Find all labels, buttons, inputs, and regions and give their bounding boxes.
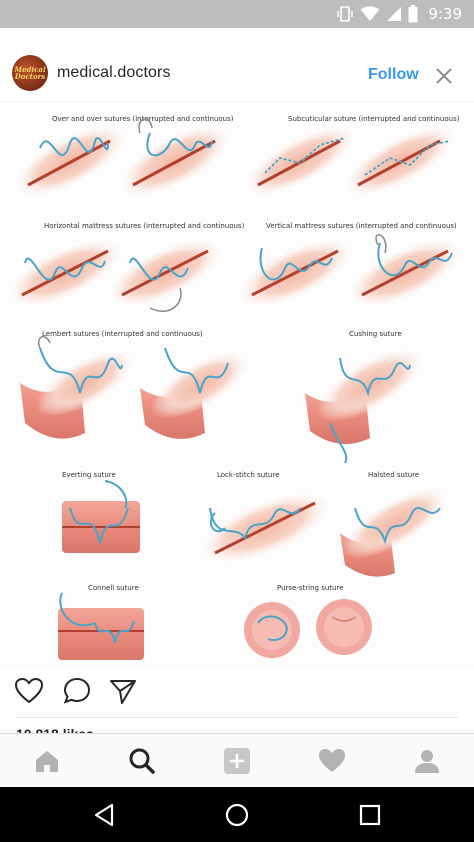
comment-icon[interactable] <box>62 676 92 706</box>
everting-suture-figure <box>62 480 140 553</box>
status-time: 9:39 <box>428 5 462 23</box>
vibrate-icon <box>337 6 354 22</box>
likes-count[interactable]: 10,818 likes <box>16 727 94 733</box>
search-icon[interactable] <box>127 746 157 776</box>
caption-connell: Connell suture <box>88 584 139 592</box>
follow-button[interactable]: Follow <box>368 66 419 83</box>
divider <box>16 717 458 718</box>
subcuticular-suture-figure <box>244 126 456 196</box>
horizontal-mattress-suture-figure <box>7 238 223 312</box>
wifi-icon <box>360 6 380 21</box>
activity-heart-icon[interactable] <box>317 746 347 776</box>
purse-string-suture-figure <box>244 599 372 658</box>
caption-lock-stitch: Lock-stitch suture <box>217 471 280 479</box>
system-navigation-bar <box>0 787 474 842</box>
post-actions <box>0 670 474 714</box>
cushing-suture-figure <box>305 348 424 464</box>
lembert-suture-figure <box>20 335 249 439</box>
back-icon[interactable] <box>90 801 118 829</box>
vertical-mattress-suture-figure <box>237 234 463 308</box>
close-icon[interactable] <box>434 66 454 86</box>
caption-everting: Everting suture <box>62 471 116 479</box>
connell-suture-figure <box>58 592 144 660</box>
heart-icon[interactable] <box>14 676 44 706</box>
post-header: Medical Doctors medical.doctors Follow <box>0 28 474 102</box>
home-icon[interactable] <box>32 746 62 776</box>
avatar-text-line2: Doctors <box>14 72 46 81</box>
post-image[interactable]: Over and over sutures (interrupted and c… <box>0 103 474 668</box>
avatar[interactable]: Medical Doctors <box>12 55 48 91</box>
caption-horizontal-mattress: Horizontal mattress sutures (interrupted… <box>44 222 245 230</box>
caption-purse-string: Purse-string suture <box>277 584 344 592</box>
home-circle-icon[interactable] <box>223 801 251 829</box>
over-and-over-suture-figure <box>14 118 231 198</box>
bottom-nav <box>0 733 474 787</box>
halsted-suture-figure <box>340 487 449 577</box>
status-bar: 9:39 <box>0 0 474 28</box>
battery-icon <box>408 5 418 23</box>
caption-halsted: Halsted suture <box>368 471 420 479</box>
avatar-text-line1: Medical <box>14 65 46 74</box>
add-icon[interactable] <box>222 746 252 776</box>
caption-cushing: Cushing suture <box>349 330 402 338</box>
caption-vertical-mattress: Vertical mattress sutures (interrupted a… <box>266 222 457 230</box>
username[interactable]: medical.doctors <box>57 64 171 81</box>
caption-subcuticular: Subcuticular suture (interrupted and con… <box>288 115 460 123</box>
lock-stitch-suture-figure <box>199 492 331 564</box>
signal-icon <box>387 7 402 21</box>
caption-lembert: Lembert sutures (interrupted and continu… <box>42 330 203 338</box>
share-icon[interactable] <box>108 676 138 706</box>
suture-illustration <box>7 118 463 660</box>
profile-icon[interactable] <box>412 746 442 776</box>
recents-icon[interactable] <box>356 801 384 829</box>
